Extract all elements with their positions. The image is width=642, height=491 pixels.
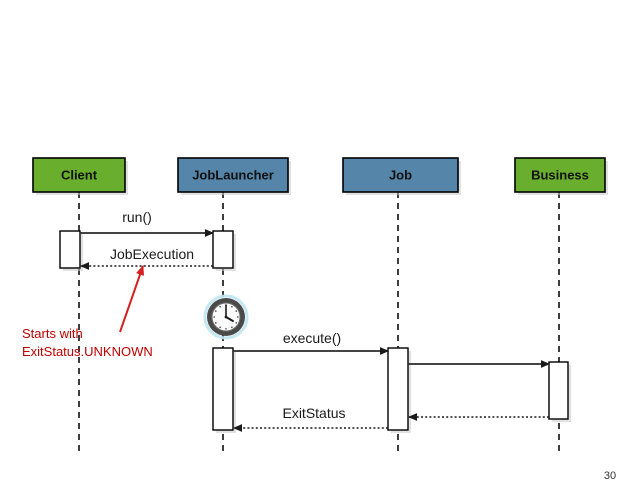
message-label-msg-exitstatus: ExitStatus — [282, 405, 345, 421]
participant-box-business[interactable] — [514, 157, 606, 193]
activation-joblauncher-act-1 — [212, 230, 234, 269]
message-label-msg-jobexecution: JobExecution — [110, 246, 194, 262]
page-number: 30 — [604, 470, 616, 482]
message-label-msg-execute: execute() — [283, 330, 341, 346]
annotation-line-1: Starts with — [22, 326, 83, 341]
participant-label-client: Client — [61, 167, 98, 182]
participant-boxes-group: Client JobLauncher Job Business — [32, 157, 608, 195]
clock-icon — [203, 294, 249, 340]
participant-business[interactable]: Business — [514, 157, 608, 195]
participant-joblauncher[interactable]: JobLauncher — [177, 157, 291, 195]
activation-client-act — [59, 230, 81, 269]
participant-box-joblauncher[interactable] — [177, 157, 289, 193]
participant-label-job: Job — [389, 167, 412, 182]
participant-client[interactable]: Client — [32, 157, 128, 195]
annotation-note: Starts with ExitStatus.UNKNOWN — [22, 265, 153, 359]
participant-label-joblauncher: JobLauncher — [192, 167, 274, 182]
participant-box-job[interactable] — [342, 157, 459, 193]
participant-job[interactable]: Job — [342, 157, 461, 195]
participant-box-client[interactable] — [32, 157, 126, 193]
activation-business-act — [548, 361, 569, 420]
activation-joblauncher-act-2 — [212, 347, 234, 431]
message-label-msg-run: run() — [122, 209, 152, 225]
annotation-line-2: ExitStatus.UNKNOWN — [22, 344, 153, 359]
annotation-arrow — [119, 265, 145, 333]
activation-job-act — [387, 347, 409, 431]
messages-group: run() JobExecution execute() ExitStatus — [80, 209, 550, 432]
activations-group — [59, 230, 571, 433]
participant-label-business: Business — [531, 167, 589, 182]
